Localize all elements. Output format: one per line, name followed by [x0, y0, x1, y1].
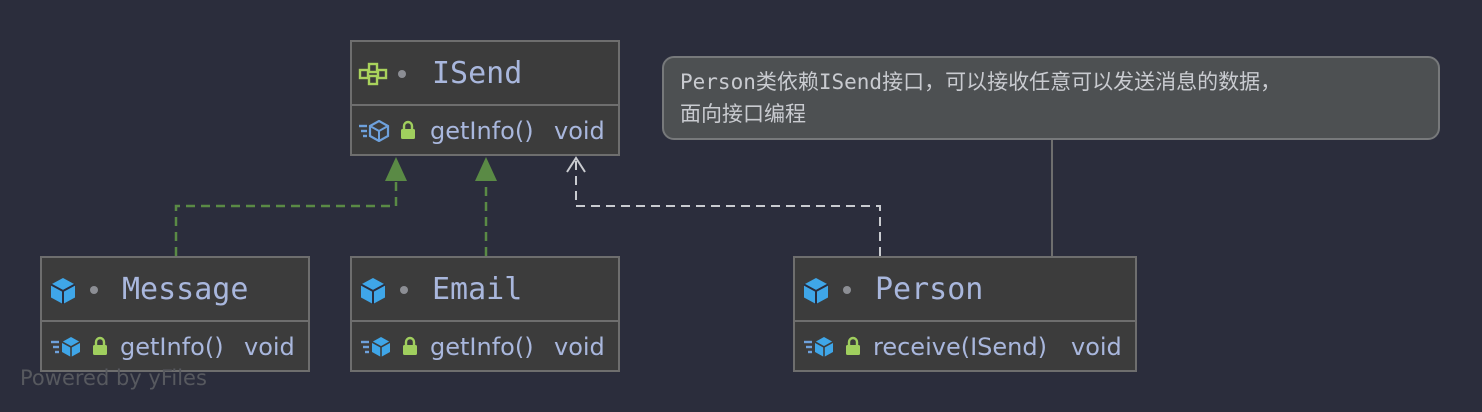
lock-icon: [93, 336, 107, 355]
node-title: Email: [432, 272, 523, 307]
edge-person-isend: [575, 160, 881, 256]
note[interactable]: Person类依赖ISend接口，可以接收任意可以发送消息的数据， 面向接口编程: [662, 56, 1440, 140]
lock-icon: [401, 120, 415, 139]
class-icon: [803, 278, 829, 304]
member-name: getInfo(): [430, 117, 534, 145]
member-name: getInfo(): [120, 333, 224, 361]
node-person[interactable]: Person receive(ISend) void: [793, 256, 1137, 372]
dot-icon: [843, 286, 851, 294]
node-email[interactable]: Email getInfo() void: [350, 256, 620, 372]
lock-icon: [846, 336, 860, 355]
member-type: void: [554, 117, 605, 145]
member-type: void: [1071, 333, 1122, 361]
member-type: void: [244, 333, 295, 361]
class-icon: [50, 278, 76, 304]
dependency-arrowhead: [566, 156, 586, 173]
node-title: ISend: [432, 56, 523, 91]
method-icon: [361, 337, 391, 357]
node-header: ISend: [352, 42, 618, 106]
dot-icon: [400, 286, 408, 294]
node-header: Message: [42, 258, 308, 322]
node-members: getInfo() void: [352, 320, 618, 370]
method-icon: [804, 337, 834, 357]
method-icon: [359, 120, 390, 142]
edge-message-isend: [174, 180, 398, 256]
member-type: void: [554, 333, 605, 361]
node-isend[interactable]: ISend getInfo() void: [350, 40, 620, 156]
realization-arrowhead: [475, 157, 497, 181]
node-header: Person: [795, 258, 1135, 322]
node-message[interactable]: Message getInfo() void: [40, 256, 310, 372]
node-header: Email: [352, 258, 618, 322]
member-name: getInfo(): [430, 333, 534, 361]
node-title: Message: [122, 272, 249, 307]
class-icon: [360, 278, 386, 304]
interface-icon: [358, 62, 388, 86]
lock-icon: [403, 336, 417, 355]
realization-arrowhead: [385, 157, 407, 181]
node-title: Person: [875, 272, 984, 307]
dot-icon: [90, 286, 98, 294]
member-name: receive(ISend): [873, 333, 1047, 361]
node-members: receive(ISend) void: [795, 320, 1135, 370]
node-members: getInfo() void: [42, 320, 308, 370]
node-members: getInfo() void: [352, 104, 618, 154]
dot-icon: [398, 70, 406, 78]
watermark: Powered by yFiles: [20, 366, 207, 390]
method-icon: [51, 337, 81, 357]
